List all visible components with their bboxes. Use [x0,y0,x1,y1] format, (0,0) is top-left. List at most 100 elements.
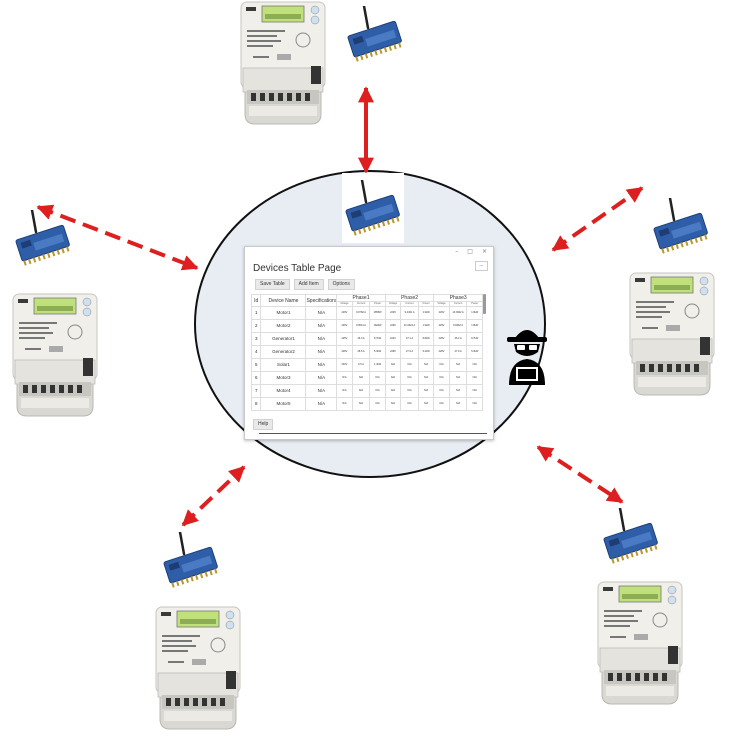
phase2-current-cell: N/A [400,384,419,398]
row-id-cell: 3 [250,332,262,346]
row-id-cell: 5 [250,358,262,372]
device-name-cell: Motor2 [260,319,307,333]
devices-table: Id Device Name Specifications Phase1 Pha… [250,294,483,411]
column-header-phase2[interactable]: Phase2 [384,294,435,302]
phase3-current-cell: 9.8462 A [448,319,468,333]
phase2-power-cell: N/A [417,358,435,372]
link-bottom-left [181,465,246,527]
phase3-voltage-cell: 229V [433,306,450,320]
device-name-cell: Generator2 [260,345,307,359]
phase3-current-cell: N/A [448,358,468,372]
phase2-current-cell: N/A [400,358,419,372]
phase2-current-cell: N/A [400,397,419,411]
phase3-current-cell: N/A [448,384,468,398]
phase3-power-cell: N/A [466,397,483,411]
phase3-voltage-cell: 229V [433,319,450,333]
phase1-current-cell: 9.9541 A [351,319,371,333]
device-name-cell: Motor1 [260,306,307,320]
phase2-voltage-cell: 228V [384,345,402,359]
phase3-power-cell: N/A [466,371,483,385]
window-titlebar: – □ × [245,247,493,257]
specifications-cell: N/A [305,306,338,320]
phase2-current-cell: 9.4461 A [400,306,419,320]
horizontal-scrollbar[interactable] [259,433,487,434]
options-button[interactable]: Options [327,279,355,290]
phase1-current-cell: 6.5 A [351,358,371,372]
phase2-voltage-cell: N/A [384,371,402,385]
column-header-device-name[interactable]: Device Name [260,294,307,307]
smart-meter-icon [240,1,326,125]
phase1-voltage-cell: 225V [336,332,353,346]
phase3-current-cell: 46.2 A [448,332,468,346]
phase3-voltage-cell: 225V [433,332,450,346]
phase2-current-cell: 10.2624 A [400,319,419,333]
save-table-button[interactable]: Save Table [255,279,290,290]
phase1-current-cell: N/A [351,397,371,411]
phase2-voltage-cell: 224V [384,332,402,346]
device-name-cell: Motor3 [260,371,307,385]
link-right [551,186,644,252]
specifications-cell: N/A [305,397,338,411]
device-name-cell: Generator1 [260,332,307,346]
device-name-cell: Motor4 [260,384,307,398]
phase1-voltage-cell: 230V [336,358,353,372]
phase1-power-cell: N/A [369,397,386,411]
xbee-radio-icon [344,180,403,236]
phase1-current-cell: 46.3 A [351,332,371,346]
phase3-voltage-cell: N/A [433,384,450,398]
phase2-voltage-cell: N/A [384,358,402,372]
more-options-button[interactable]: ... [475,261,488,271]
phase2-power-cell: 1.9kW [417,306,435,320]
column-header-specifications[interactable]: Specifications [305,294,338,307]
page-title: Devices Table Page [253,263,342,274]
phase3-power-cell: 1.8kW [466,319,483,333]
minimize-button[interactable]: – [455,248,459,255]
link-bottom-right [536,445,624,504]
phase2-power-cell: N/A [417,384,435,398]
phase3-current-cell: 27.9 A [448,345,468,359]
phase1-power-cell: 1.4kW [369,358,386,372]
phase2-power-cell: N/A [417,397,435,411]
phase2-power-cell: N/A [417,371,435,385]
phase1-power-cell: N/A [369,371,386,385]
phase2-power-cell: 1.9kW [417,319,435,333]
phase1-power-cell: N/A [369,384,386,398]
phase1-current-cell: 9.9782 A [351,306,371,320]
phase3-current-cell: N/A [448,371,468,385]
phase1-power-cell: 1855W [369,306,386,320]
phase2-current-cell: N/A [400,371,419,385]
row-id-cell: 4 [250,345,262,359]
maximize-button[interactable]: □ [467,248,473,255]
link-left [36,204,199,271]
phase1-power-cell: 5.3kW [369,345,386,359]
smart-meter-icon [155,606,241,730]
phase2-current-cell: 47.1 A [400,332,419,346]
toolbar: Save Table Add Item Options [255,279,355,290]
column-header-phase1[interactable]: Phase1 [336,294,386,302]
column-header-phase3[interactable]: Phase3 [433,294,483,302]
devices-table-window: – □ × Devices Table Page ... Save Table … [244,246,494,440]
phase3-voltage-cell: N/A [433,371,450,385]
phase2-power-cell: 5.2kW [417,345,435,359]
add-item-button[interactable]: Add Item [293,279,324,290]
row-id-cell: 6 [250,371,262,385]
phase3-current-cell: N/A [448,397,468,411]
column-header-id[interactable]: Id [250,294,262,307]
row-id-cell: 1 [250,306,262,320]
smart-meter-icon [12,293,98,417]
close-button[interactable]: × [481,248,487,255]
specifications-cell: N/A [305,371,338,385]
xbee-radio-icon [346,6,405,62]
vertical-scrollbar[interactable] [483,294,486,314]
phase1-power-cell: 8.7kW [369,332,386,346]
help-button[interactable]: Help [253,419,274,430]
phase2-voltage-cell: 229V [384,306,402,320]
